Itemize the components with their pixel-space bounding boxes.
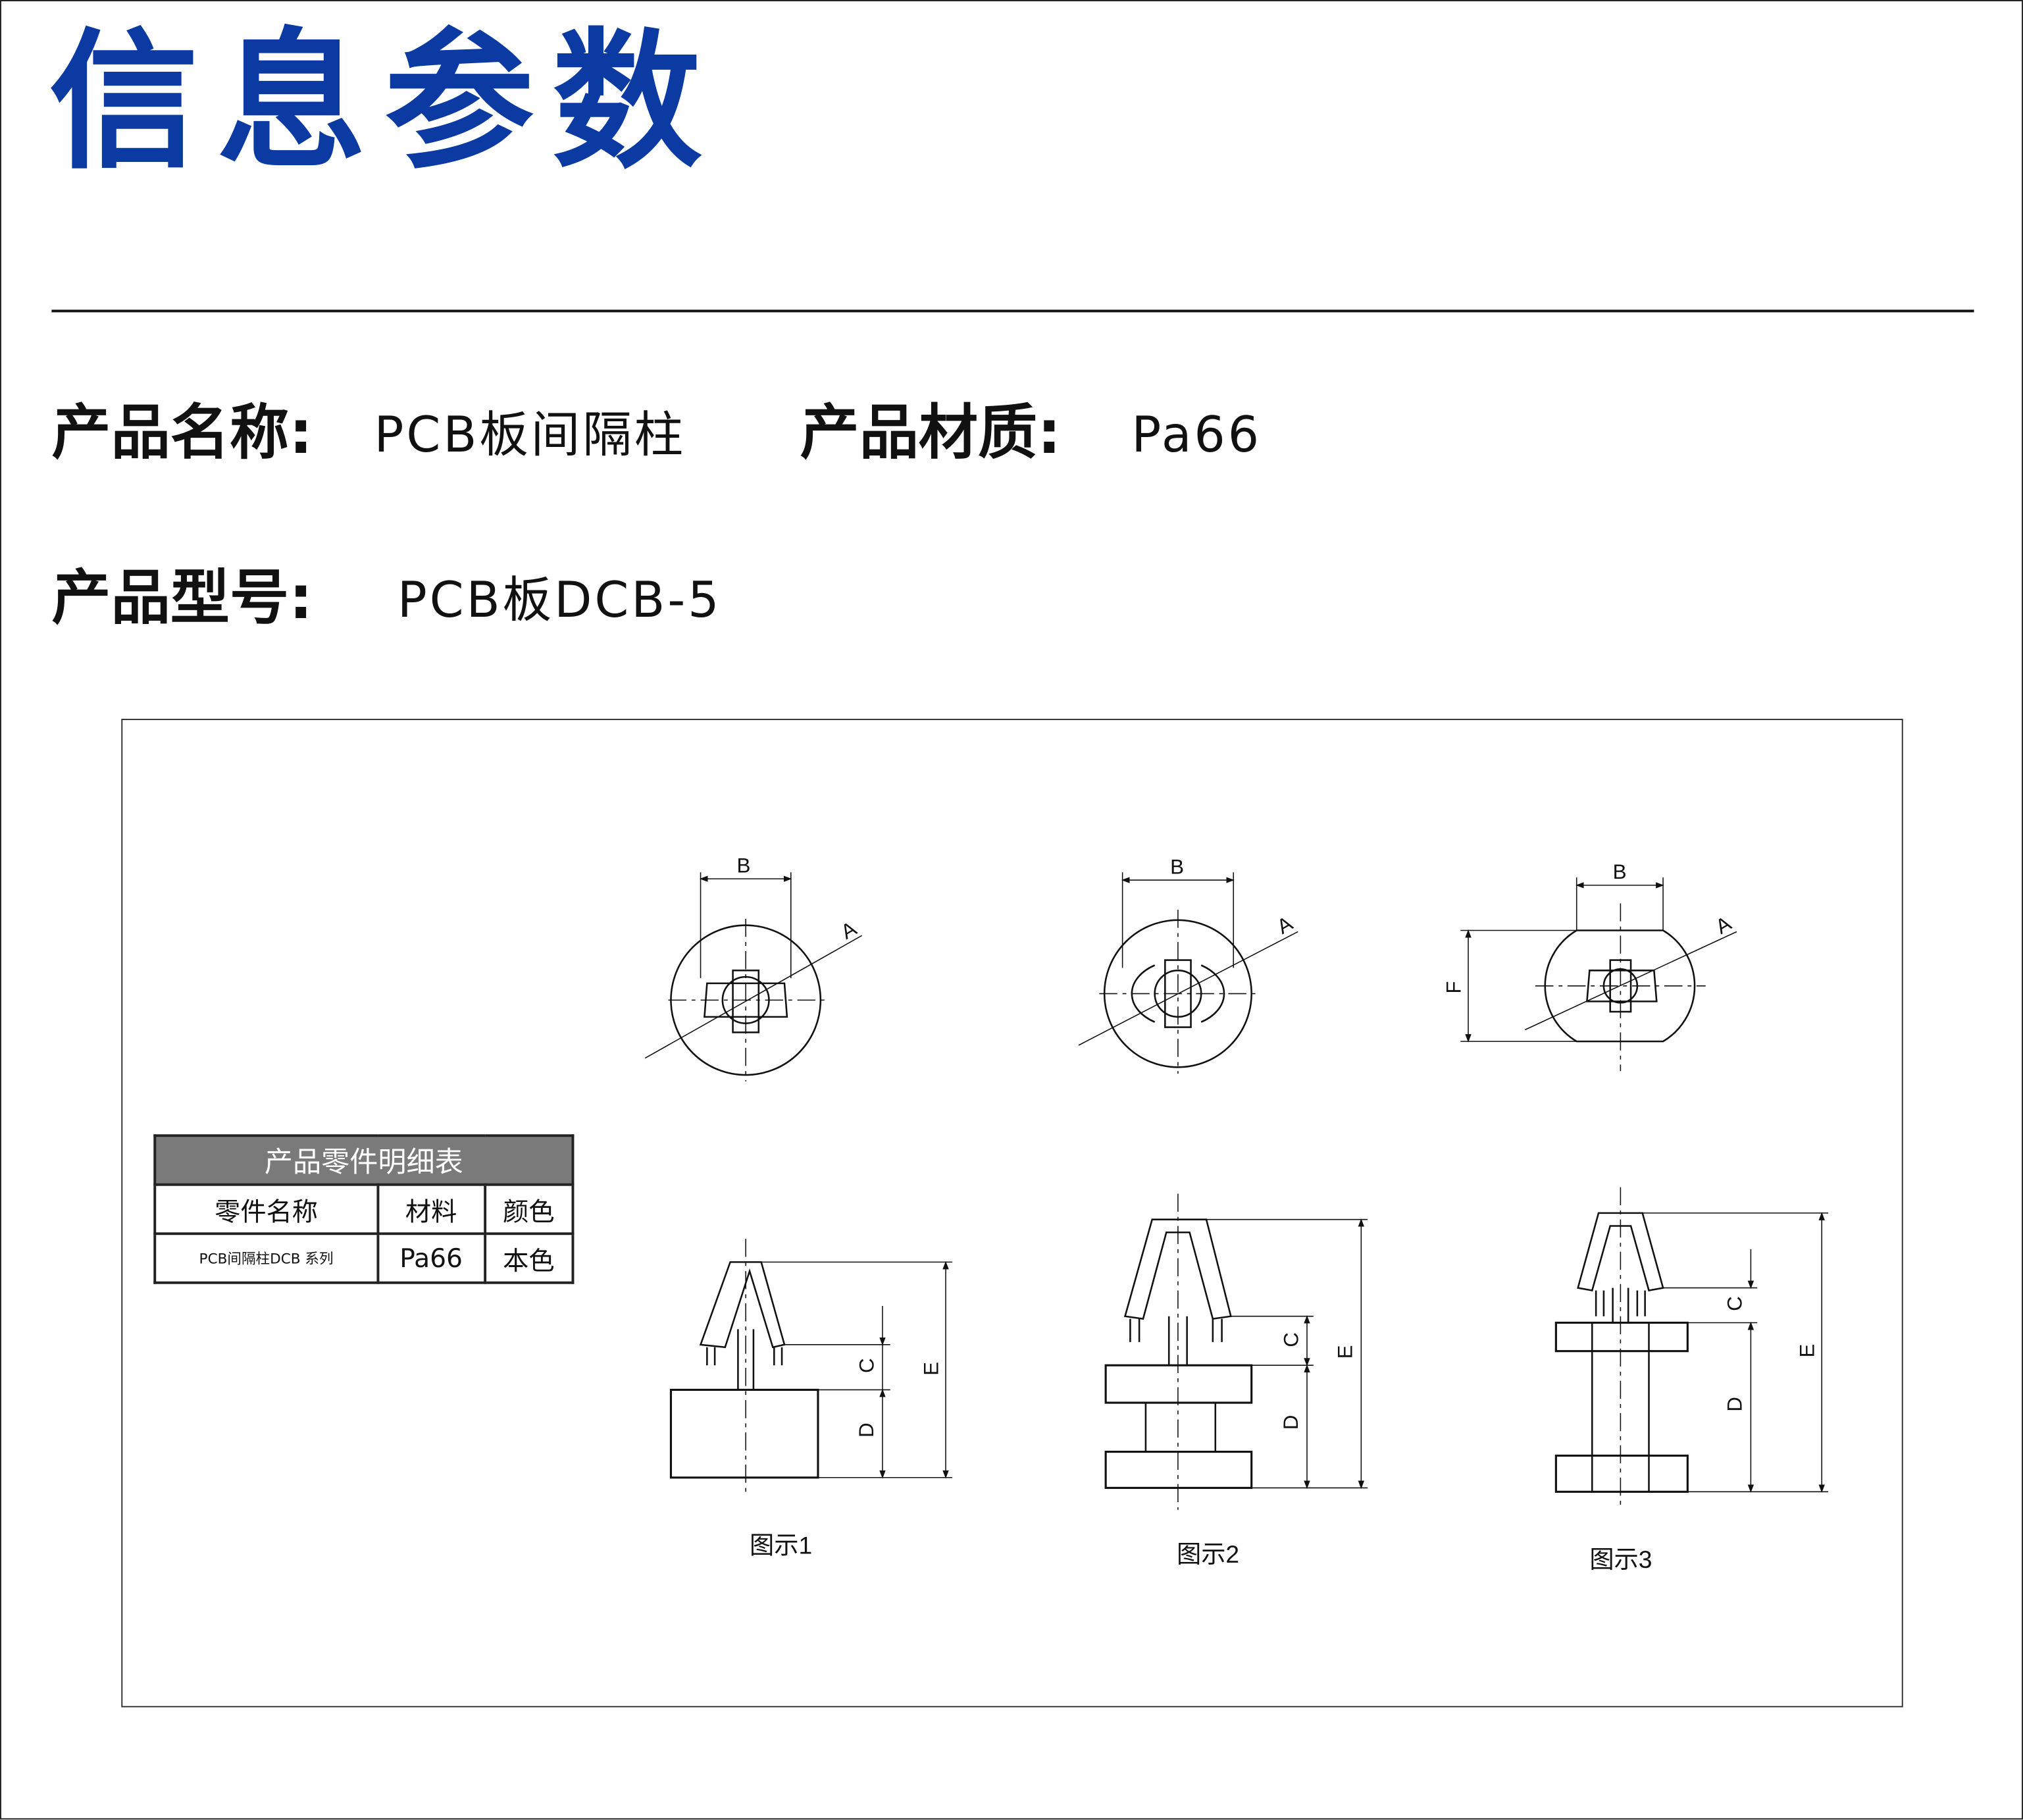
figure-caption: 图示2: [1177, 1540, 1239, 1568]
dim-label-c: C: [1279, 1332, 1302, 1347]
dim-label-c: C: [855, 1358, 878, 1373]
parts-table-title: 产品零件明细表: [153, 1134, 575, 1186]
dim-label-d: D: [1724, 1397, 1747, 1412]
product-name-value: PCB板间隔柱: [374, 406, 686, 463]
parts-table: 产品零件明细表 零件名称 材料 颜色 PCB间隔柱DCB 系列 Pa66 本色: [153, 1134, 575, 1284]
product-material-value: Pa66: [1131, 406, 1262, 463]
drawing-frame: [121, 718, 1903, 1707]
product-name-label: 产品名称:: [51, 397, 313, 467]
dim-label-f: F: [1442, 981, 1465, 993]
dim-label-b: B: [1170, 855, 1184, 878]
dim-label-b: B: [736, 854, 750, 877]
table-cell: 本色: [483, 1232, 575, 1284]
column-header: 颜色: [483, 1183, 575, 1235]
table-cell: Pa66: [376, 1232, 486, 1284]
side-view-3: C D E 图示3: [1554, 1187, 1829, 1573]
table-row: PCB间隔柱DCB 系列 Pa66 本色: [153, 1232, 575, 1284]
column-header: 零件名称: [153, 1183, 379, 1235]
dim-label-a: A: [837, 917, 861, 944]
figure-caption: 图示1: [750, 1531, 812, 1559]
dim-label-c: C: [1724, 1296, 1747, 1311]
dim-label-d: D: [1279, 1415, 1302, 1430]
top-view-1: B A: [644, 854, 863, 1081]
dim-label-d: D: [855, 1422, 878, 1438]
top-view-3: B F A: [1442, 860, 1737, 1072]
dim-label-b: B: [1613, 860, 1627, 883]
top-view-2: B A: [1078, 855, 1298, 1074]
divider: [51, 309, 1974, 313]
dim-label-e: E: [1334, 1345, 1357, 1359]
column-header: 材料: [376, 1183, 486, 1235]
page-title: 信息参数: [49, 15, 720, 190]
product-material-label: 产品材质:: [800, 397, 1062, 467]
figure-caption: 图示3: [1589, 1546, 1652, 1573]
table-header-row: 零件名称 材料 颜色: [153, 1183, 575, 1235]
product-model-value: PCB板DCB-5: [397, 571, 722, 629]
dim-label-e: E: [919, 1362, 942, 1376]
product-model-label: 产品型号:: [51, 562, 313, 633]
dim-label-e: E: [1795, 1344, 1818, 1358]
table-cell: PCB间隔柱DCB 系列: [153, 1232, 379, 1284]
side-view-1: C D E 图示1: [669, 1239, 952, 1559]
side-view-2: C D E 图示2: [1104, 1193, 1368, 1568]
